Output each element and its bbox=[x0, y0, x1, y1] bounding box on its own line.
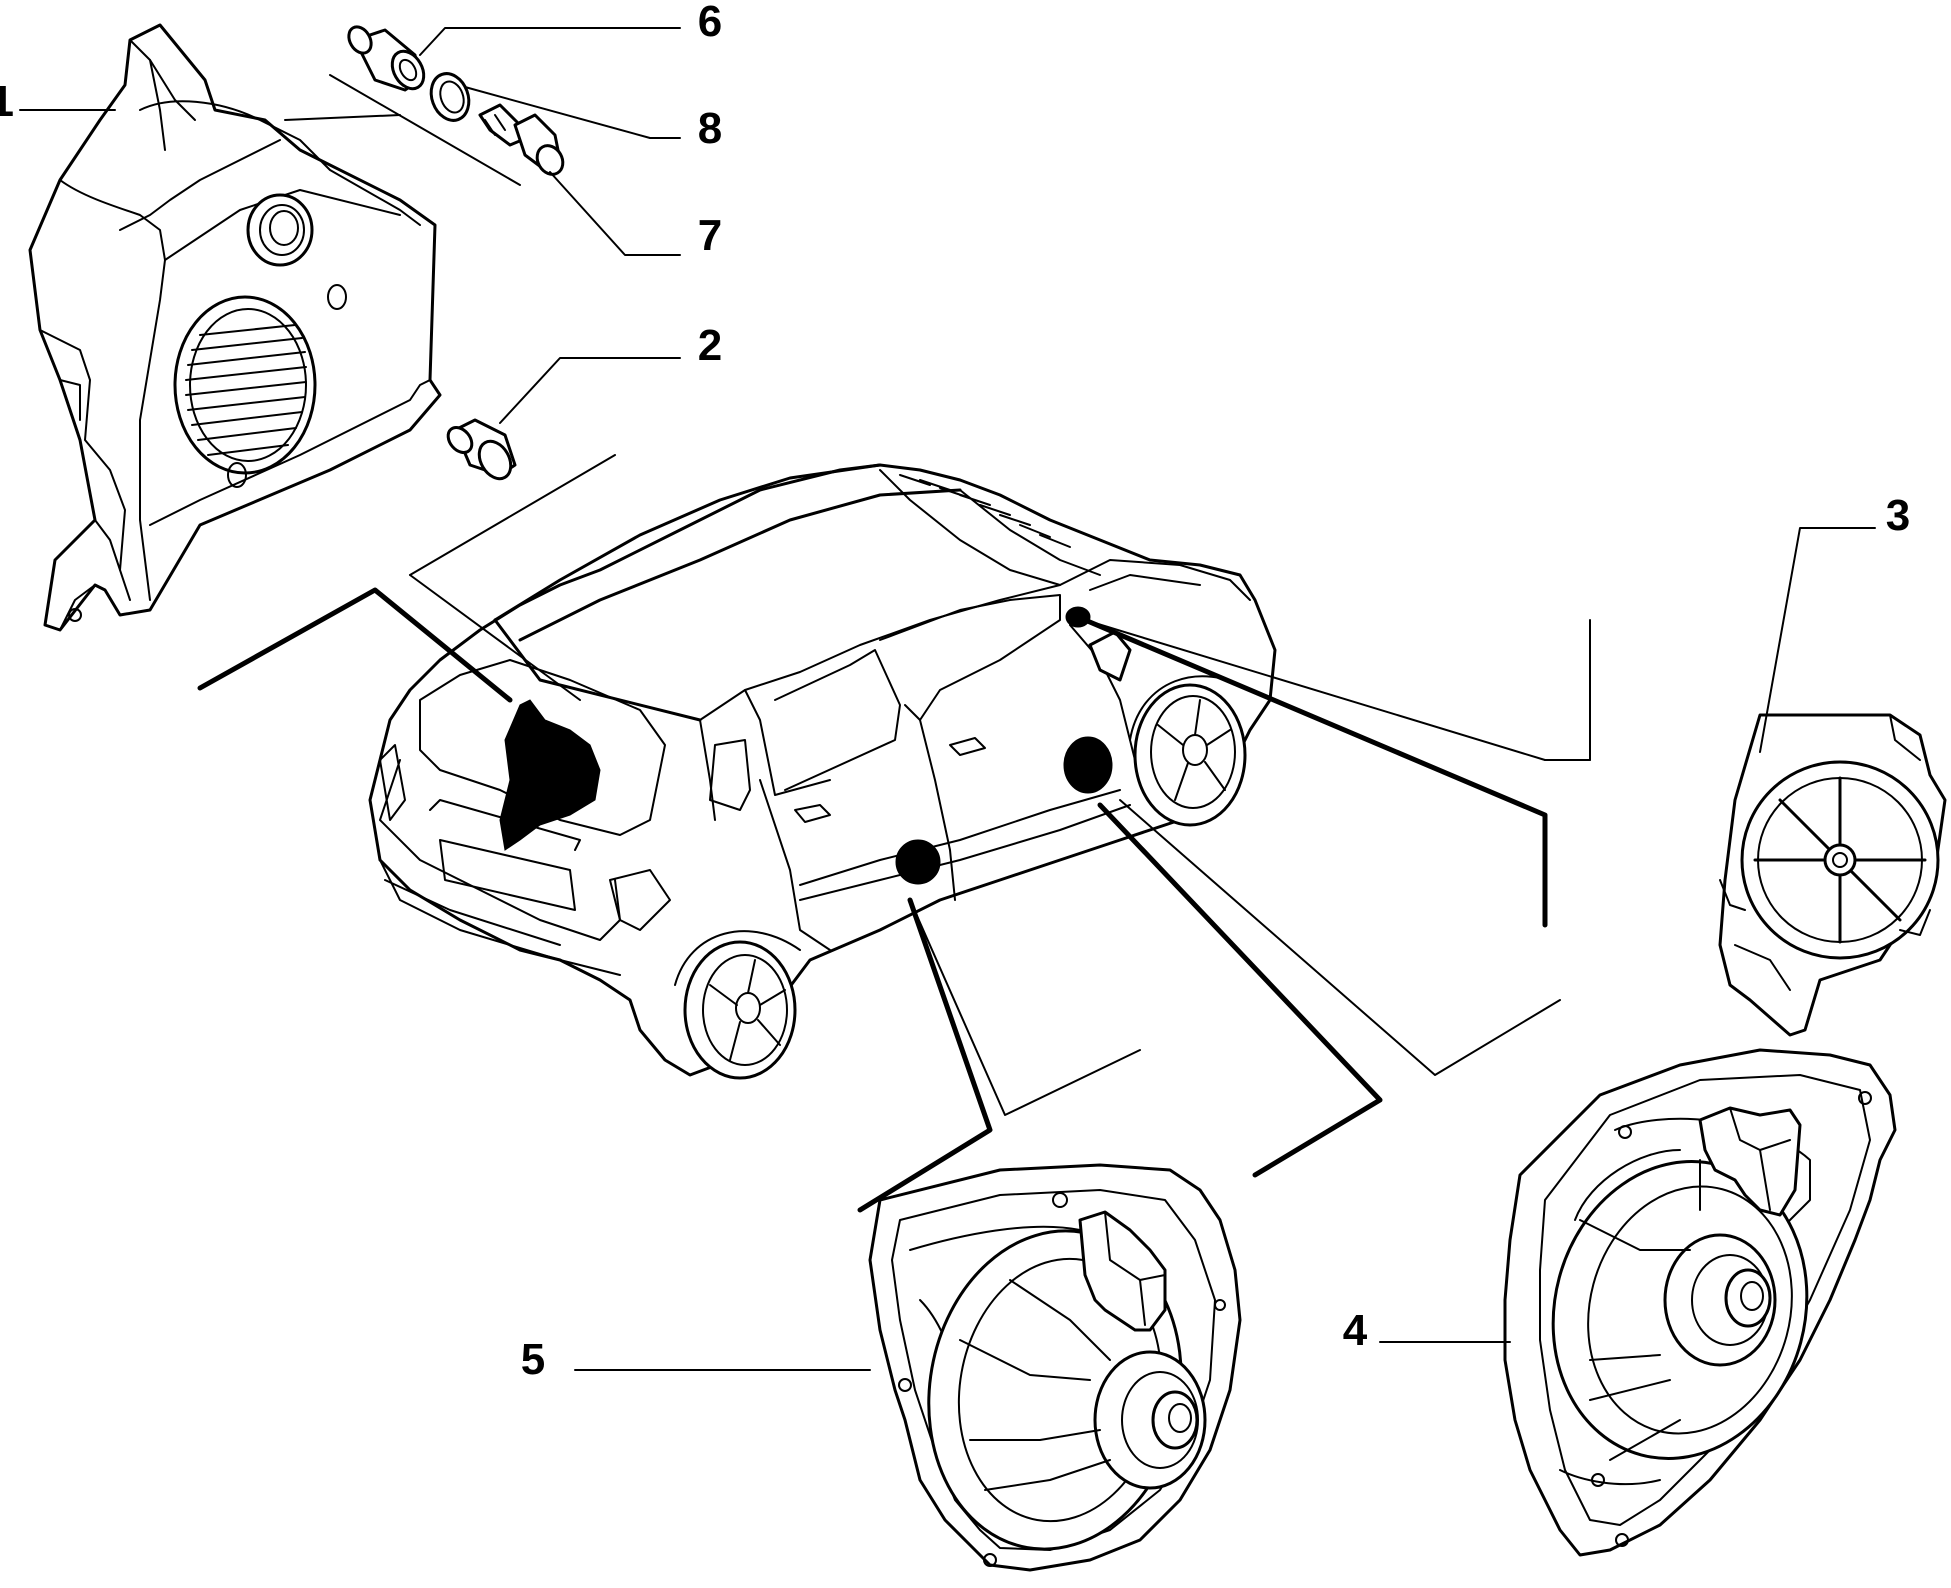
callout-6: 6 bbox=[419, 0, 722, 56]
part-5-speaker[interactable] bbox=[868, 1163, 1242, 1572]
reference-line bbox=[284, 114, 401, 121]
leader-lines bbox=[197, 454, 1591, 1213]
car-outline bbox=[368, 463, 1277, 1080]
callout-label-1: 1 bbox=[0, 77, 14, 126]
marker-part-5-location bbox=[895, 839, 941, 885]
callout-8: 8 bbox=[464, 86, 722, 153]
part-6-bushing[interactable] bbox=[344, 23, 430, 94]
callout-4: 4 bbox=[1343, 1306, 1511, 1355]
callout-label-4: 4 bbox=[1343, 1306, 1368, 1355]
part-4-speaker[interactable] bbox=[1503, 1048, 1897, 1557]
callout-label-5: 5 bbox=[521, 1335, 545, 1384]
part-1-speaker-enclosure[interactable] bbox=[28, 23, 442, 632]
callout-2: 2 bbox=[499, 321, 722, 424]
part-2-clip[interactable] bbox=[443, 418, 517, 484]
part-8-washer[interactable] bbox=[425, 68, 475, 125]
part-3-tweeter[interactable] bbox=[1718, 713, 1947, 1037]
reference-line bbox=[329, 74, 521, 186]
part-7-bolt[interactable] bbox=[478, 103, 568, 179]
marker-part-1-location bbox=[499, 699, 601, 851]
callout-7: 7 bbox=[549, 171, 722, 260]
callout-label-8: 8 bbox=[698, 104, 722, 153]
callout-label-3: 3 bbox=[1886, 491, 1910, 540]
callout-1: 1 bbox=[0, 77, 116, 126]
callout-label-7: 7 bbox=[698, 211, 722, 260]
callout-3: 3 bbox=[1759, 491, 1910, 753]
callout-5: 5 bbox=[521, 1335, 871, 1384]
marker-part-4-location bbox=[1063, 736, 1113, 794]
callout-label-2: 2 bbox=[698, 321, 722, 370]
callout-label-6: 6 bbox=[698, 0, 722, 46]
